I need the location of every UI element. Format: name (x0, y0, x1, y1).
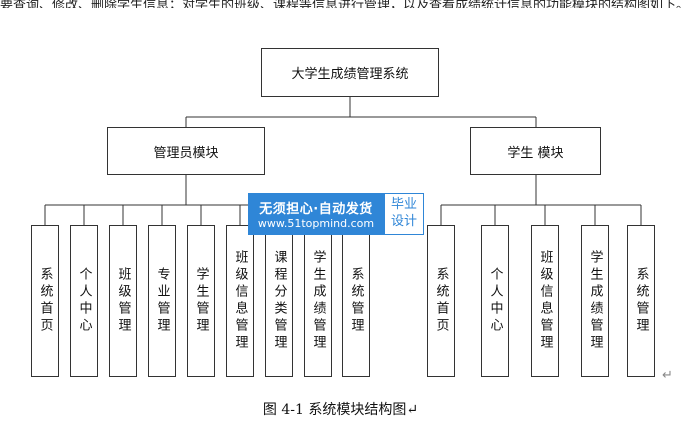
leaf-label: 个人中心 (487, 267, 503, 335)
paragraph-return-mark: ↵ (662, 368, 673, 383)
top-text-fragment: 要查询、修改、删除学生信息；对学生的班级、课程等信息进行管理，以及查看成绩统计信… (0, 0, 681, 8)
leaf-label: 系统首页 (433, 267, 449, 335)
admin-leaf-grades: 学生成绩管理 (304, 225, 332, 377)
figure-caption: 图 4-1 系统模块结构图↵ (262, 402, 419, 418)
admin-leaf-student: 学生管理 (187, 225, 215, 377)
watermark-badge: 毕业 设计 (384, 193, 424, 235)
admin-leaf-class-info: 班级信息管理 (226, 225, 254, 377)
leaf-label: 学生成绩管理 (310, 250, 326, 352)
student-leaf-class-info: 班级信息管理 (531, 225, 559, 377)
admin-leaf-system: 系统管理 (342, 225, 370, 377)
student-module-label: 学生 模块 (507, 145, 564, 161)
student-leaf-system: 系统管理 (627, 225, 655, 377)
student-leaf-grades: 学生成绩管理 (581, 225, 609, 377)
watermark-url: www.51topmind.com (257, 217, 375, 230)
leaf-label: 班级管理 (115, 267, 131, 335)
leaf-label: 学生成绩管理 (587, 250, 603, 352)
admin-leaf-profile: 个人中心 (70, 225, 98, 377)
admin-leaf-class: 班级管理 (109, 225, 137, 377)
leaf-label: 系统管理 (633, 267, 649, 335)
leaf-label: 班级信息管理 (537, 250, 553, 352)
watermark-banner: 无须担心·自动发货 www.51topmind.com 毕业 设计 (248, 193, 424, 235)
student-module-node: 学生 模块 (470, 127, 601, 175)
leaf-label: 学生管理 (193, 267, 209, 335)
student-leaf-profile: 个人中心 (481, 225, 509, 377)
watermark-text-block: 无须担心·自动发货 www.51topmind.com (248, 193, 384, 235)
admin-leaf-major: 专业管理 (148, 225, 176, 377)
leaf-label: 课程分类管理 (271, 250, 287, 352)
watermark-badge-top: 毕业 (390, 197, 417, 213)
leaf-label: 系统管理 (348, 267, 364, 335)
watermark-badge-bottom: 设计 (390, 214, 417, 229)
leaf-label: 专业管理 (154, 267, 170, 335)
root-node-label: 大学生成绩管理系统 (291, 67, 409, 82)
watermark-slogan: 无须担心·自动发货 (259, 202, 373, 217)
student-leaf-home: 系统首页 (427, 225, 455, 377)
root-node: 大学生成绩管理系统 (261, 48, 439, 97)
leaf-label: 班级信息管理 (232, 250, 248, 352)
admin-leaf-course-category: 课程分类管理 (265, 225, 293, 377)
admin-module-label: 管理员模块 (153, 145, 219, 161)
leaf-label: 系统首页 (37, 267, 53, 335)
admin-module-node: 管理员模块 (107, 127, 265, 175)
admin-leaf-home: 系统首页 (31, 225, 59, 377)
leaf-label: 个人中心 (76, 267, 92, 335)
